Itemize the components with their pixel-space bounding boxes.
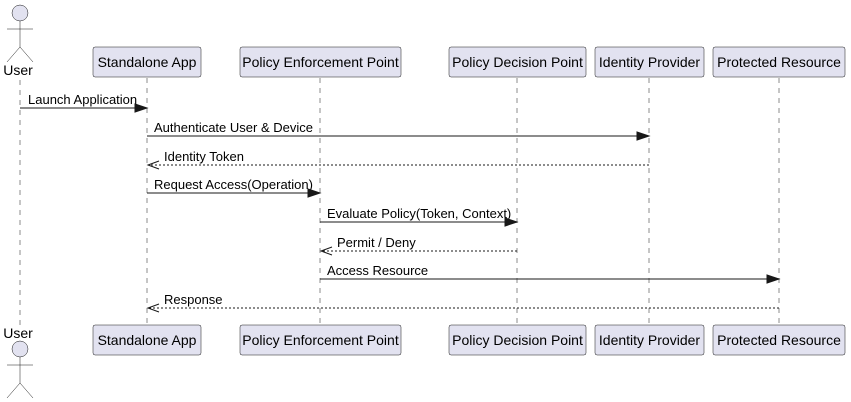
arrowhead (307, 188, 322, 198)
message-label: Launch Application (28, 92, 137, 107)
message-label: Evaluate Policy(Token, Context) (327, 206, 511, 221)
message-label: Authenticate User & Device (154, 120, 313, 135)
participant-label: Protected Resource (717, 54, 841, 70)
message-label: Permit / Deny (337, 235, 416, 250)
message-label: Request Access(Operation) (154, 177, 313, 192)
participant-label: Standalone App (98, 54, 197, 70)
message-identity-token: Identity Token (146, 149, 649, 170)
message-access-resource: Access Resource (320, 263, 781, 284)
participants-bottom: Standalone App Policy Enforcement Point … (92, 324, 846, 356)
message-permit-deny: Permit / Deny (319, 235, 517, 256)
actor-user-bottom: User (3, 325, 34, 399)
arrowhead (504, 217, 519, 227)
participant-label: Identity Provider (599, 54, 700, 70)
participant-idp: Identity Provider (594, 46, 705, 78)
participant-res: Protected Resource (712, 324, 846, 356)
message-label: Identity Token (164, 149, 244, 164)
arrowhead (134, 103, 149, 113)
message-launch-application: Launch Application (20, 92, 149, 113)
lifelines (19, 78, 780, 325)
participant-pdp: Policy Decision Point (448, 324, 587, 356)
arrowhead (636, 131, 651, 141)
arrowhead (146, 160, 160, 170)
stick-figure-icon (6, 340, 34, 399)
participant-app: Standalone App (92, 324, 202, 356)
arrowhead (319, 246, 333, 256)
arrowhead (766, 274, 781, 284)
participant-label: Policy Enforcement Point (242, 332, 399, 348)
arrowhead (146, 303, 160, 313)
participants-top: Standalone App Policy Enforcement Point … (92, 46, 846, 78)
messages: Launch Application Authenticate User & D… (20, 92, 781, 313)
message-response: Response (146, 292, 779, 313)
participant-pdp: Policy Decision Point (448, 46, 587, 78)
participant-label: Policy Decision Point (452, 54, 583, 70)
actor-label-user: User (3, 62, 33, 78)
participant-label: Identity Provider (599, 332, 700, 348)
participant-app: Standalone App (92, 46, 202, 78)
participant-idp: Identity Provider (594, 324, 705, 356)
participant-label: Protected Resource (717, 332, 841, 348)
message-authenticate: Authenticate User & Device (147, 120, 651, 141)
participant-label: Standalone App (98, 332, 197, 348)
participant-label: Policy Enforcement Point (242, 54, 399, 70)
actor-label-user: User (3, 325, 33, 341)
participant-label: Policy Decision Point (452, 332, 583, 348)
message-label: Response (164, 292, 223, 307)
actor-user-top: User (3, 4, 34, 78)
message-label: Access Resource (327, 263, 428, 278)
message-request-access: Request Access(Operation) (147, 177, 322, 198)
stick-figure-icon (6, 4, 34, 63)
message-evaluate-policy: Evaluate Policy(Token, Context) (320, 206, 519, 227)
participant-pep: Policy Enforcement Point (239, 46, 402, 78)
participant-res: Protected Resource (712, 46, 846, 78)
participant-pep: Policy Enforcement Point (239, 324, 402, 356)
